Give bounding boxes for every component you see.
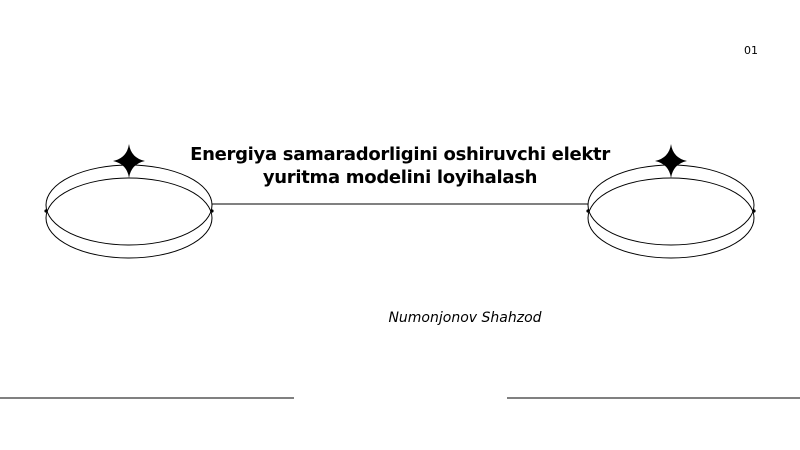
left-ring-dot-right [210,209,214,213]
slide-title: Energiya samaradorligini oshiruvchi elek… [175,143,625,189]
page-number: 01 [744,44,758,57]
four-point-star-icon [113,144,145,178]
left-ring-dot-left [44,209,48,213]
slide-title-line-2: yuritma modelini loyihalash [262,167,538,188]
right-ring-lower-ellipse [587,177,755,259]
slide-title-line-1: Energiya samaradorligini oshiruvchi elek… [190,144,610,165]
right-ring-dot-right [752,209,756,213]
author-name: Numonjonov Shahzod [388,310,542,326]
four-point-star-icon [655,144,687,178]
right-ring-dot-left [586,209,590,213]
left-ring-lower-ellipse [45,177,213,259]
